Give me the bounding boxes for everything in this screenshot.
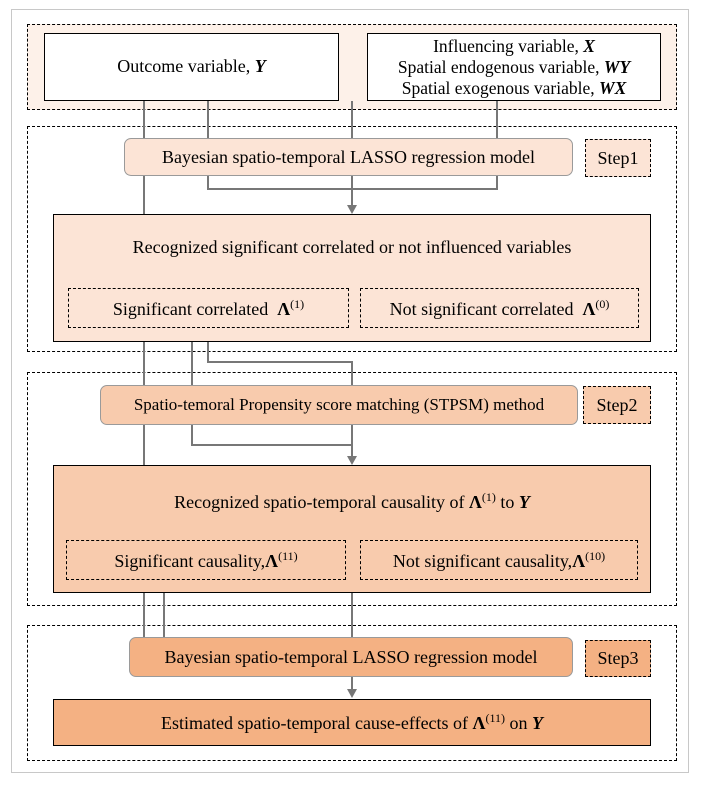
step2-tag: Step2	[583, 386, 651, 424]
step3-tag: Step3	[585, 640, 651, 677]
step1-method-box: Bayesian spatio-temporal LASSO regressio…	[124, 138, 573, 176]
lambda-symbol: Λ	[265, 550, 279, 571]
step2-method-box: Spatio-temoral Propensity score matching…	[100, 385, 578, 425]
lambda-symbol: Λ	[468, 492, 482, 512]
connector-causality-a	[143, 593, 145, 638]
outcome-label: Outcome variable,	[117, 56, 251, 77]
significant-causality-box: Significant causality,Λ(11)	[66, 540, 346, 580]
predictor-variables-box: Influencing variable, X Spatial endogeno…	[367, 33, 661, 101]
significant-causality-label: Significant causality,	[114, 550, 266, 571]
step3-result-symbol: Y	[532, 712, 543, 733]
not-significant-correlated-box: Not significant correlated Λ(0)	[360, 288, 639, 328]
not-significant-causality-label: Not significant causality,	[392, 550, 573, 571]
step3-result-pre: Estimated spatio-temporal cause-effects …	[161, 712, 469, 733]
influencing-label: Influencing variable,	[433, 35, 579, 56]
outcome-symbol: Y	[254, 56, 266, 77]
outer-frame	[11, 9, 689, 773]
connector-stpsm-down	[351, 424, 353, 457]
lambda-symbol: Λ	[582, 298, 596, 319]
lambda-symbol: Λ	[572, 550, 586, 571]
connector-stpsm-merge	[191, 444, 353, 446]
influencing-symbol: X	[583, 35, 595, 56]
step2-result-mid: to	[500, 492, 515, 512]
endogenous-label: Spatial endogenous variable,	[397, 56, 600, 77]
arrow-down-icon	[347, 456, 357, 465]
connector-to-stpsm	[351, 361, 353, 386]
significant-correlated-box: Significant correlated Λ(1)	[68, 288, 349, 328]
lambda-symbol: Λ	[472, 712, 486, 733]
connector-step1-merge	[207, 188, 498, 190]
step2-result-symbol: Y	[518, 492, 530, 512]
not-significant-causality-box: Not significant causality,Λ(10)	[360, 540, 638, 580]
lambda-superscript: (11)	[278, 548, 298, 563]
connector-step3-down	[351, 676, 353, 690]
step3-method-label: Bayesian spatio-temporal LASSO regressio…	[164, 646, 538, 667]
outcome-variable-box: Outcome variable, Y	[44, 33, 339, 101]
step2-tag-label: Step2	[596, 394, 638, 415]
lambda-superscript: (1)	[290, 296, 305, 311]
connector-correlated-top	[207, 361, 353, 363]
step2-result-title: Recognized spatio-temporal causality of …	[54, 490, 650, 514]
arrow-down-icon	[347, 689, 357, 698]
connector-causality-b	[163, 580, 165, 638]
step1-tag: Step1	[585, 139, 651, 177]
lambda-superscript: (10)	[585, 548, 606, 563]
step3-result-box: Estimated spatio-temporal cause-effects …	[53, 699, 651, 746]
step1-result-title: Recognized significant correlated or not…	[132, 237, 572, 257]
lambda-superscript: (11)	[485, 710, 505, 725]
step2-method-label: Spatio-temoral Propensity score matching…	[133, 395, 545, 414]
step3-result-mid: on	[509, 712, 528, 733]
significant-correlated-label: Significant correlated	[112, 298, 269, 319]
step2-result-pre: Recognized spatio-temporal causality of	[174, 492, 465, 512]
not-significant-correlated-label: Not significant correlated	[389, 298, 574, 319]
lambda-superscript: (1)	[481, 490, 496, 504]
step3-method-box: Bayesian spatio-temporal LASSO regressio…	[129, 637, 573, 677]
step1-tag-label: Step1	[597, 147, 639, 168]
connector-correlated-b	[207, 328, 209, 362]
lambda-superscript: (0)	[595, 296, 610, 311]
arrow-down-icon	[347, 205, 357, 214]
exogenous-label: Spatial exogenous variable,	[401, 77, 595, 98]
step3-tag-label: Step3	[597, 648, 639, 668]
connector-causality-c	[351, 593, 353, 638]
endogenous-symbol: WY	[603, 56, 631, 77]
lambda-symbol: Λ	[277, 298, 291, 319]
step1-method-label: Bayesian spatio-temporal LASSO regressio…	[162, 146, 535, 167]
exogenous-symbol: WX	[599, 77, 627, 98]
